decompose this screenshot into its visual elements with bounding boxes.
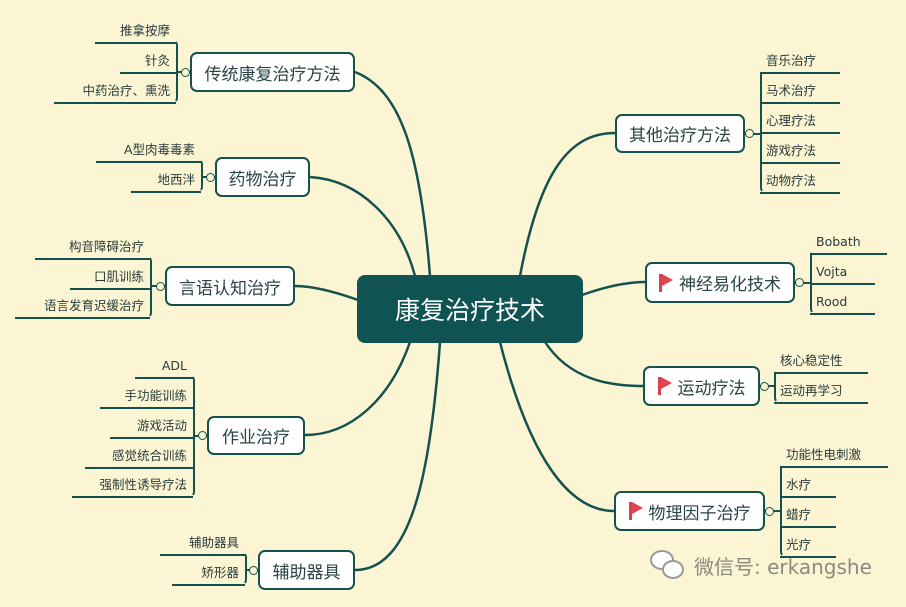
link-neuro xyxy=(581,280,646,297)
link-other xyxy=(518,131,616,277)
child-topic[interactable]: 矫形器 xyxy=(172,564,245,586)
branch-label: 药物治疗 xyxy=(228,169,297,190)
child-topic[interactable]: 动物疗法 xyxy=(760,172,840,194)
child-topic[interactable]: 蜡疗 xyxy=(780,506,836,528)
link-drug xyxy=(309,175,417,277)
link-traditional xyxy=(354,70,432,277)
collapse-toggle[interactable] xyxy=(745,129,754,138)
child-topic[interactable]: 针灸 xyxy=(120,52,176,74)
child-topic[interactable]: 构音障碍治疗 xyxy=(35,238,150,260)
child-topic[interactable]: 感觉统合训练 xyxy=(85,447,193,469)
collapse-toggle[interactable] xyxy=(181,67,190,77)
collapse-toggle[interactable] xyxy=(249,565,258,575)
child-topic[interactable]: 地西泮 xyxy=(131,171,201,193)
child-topic[interactable]: 强制性诱导疗法 xyxy=(72,476,193,498)
child-topic[interactable]: 手功能训练 xyxy=(100,387,193,409)
children-bracket xyxy=(239,552,247,585)
branch-label: 作业治疗 xyxy=(222,428,290,448)
link-occupational xyxy=(304,341,412,437)
flag-icon xyxy=(628,502,643,520)
branch-label: 辅助器具 xyxy=(272,562,341,583)
children-bracket xyxy=(780,464,788,557)
child-topic[interactable]: 辅助器具 xyxy=(160,534,245,556)
branch-topic[interactable]: 物理因子治疗 xyxy=(614,491,765,531)
branch-topic[interactable]: 言语认知治疗 xyxy=(165,266,295,306)
branch-topic[interactable]: 其他治疗方法 xyxy=(615,114,745,153)
collapse-toggle[interactable] xyxy=(198,431,207,440)
link-exercise xyxy=(543,341,644,388)
child-topic[interactable]: 马术治疗 xyxy=(760,82,840,104)
child-topic[interactable]: 音乐治疗 xyxy=(760,52,840,74)
link-physical xyxy=(498,341,615,513)
branch-topic[interactable]: 传统康复治疗方法 xyxy=(190,52,355,92)
collapse-toggle[interactable] xyxy=(156,281,165,291)
branch-label: 物理因子治疗 xyxy=(648,503,751,524)
child-topic[interactable]: 核心稳定性 xyxy=(774,352,868,374)
branch-topic[interactable]: 辅助器具 xyxy=(258,550,355,590)
children-bracket xyxy=(760,70,768,193)
child-topic[interactable]: 语言发育迟缓治疗 xyxy=(15,297,150,319)
children-bracket xyxy=(195,159,203,192)
central-topic[interactable]: 康复治疗技术 xyxy=(357,275,583,343)
collapse-toggle[interactable] xyxy=(765,506,774,516)
flag-icon xyxy=(657,377,672,395)
link-speech xyxy=(294,284,359,302)
branch-topic[interactable]: 药物治疗 xyxy=(215,157,310,197)
child-topic[interactable]: ADL xyxy=(135,357,193,379)
child-topic[interactable]: 口肌训练 xyxy=(70,268,150,290)
child-topic[interactable]: 游戏活动 xyxy=(110,417,193,439)
child-topic[interactable]: Bobath xyxy=(810,233,887,255)
child-topic[interactable]: 推拿按摩 xyxy=(95,22,176,44)
child-topic[interactable]: Rood xyxy=(810,293,875,315)
children-bracket xyxy=(810,251,818,314)
child-topic[interactable]: 功能性电刺激 xyxy=(780,446,888,468)
child-topic[interactable]: 游戏疗法 xyxy=(760,142,840,164)
branch-label: 其他治疗方法 xyxy=(629,126,731,146)
flag-icon xyxy=(659,273,673,292)
child-topic[interactable]: 中药治疗、熏洗 xyxy=(54,82,176,104)
branch-label: 神经易化技术 xyxy=(679,275,781,295)
collapse-toggle[interactable] xyxy=(760,381,769,391)
branch-topic[interactable]: 作业治疗 xyxy=(207,416,305,455)
branch-label: 运动疗法 xyxy=(677,378,746,399)
child-topic[interactable]: 水疗 xyxy=(780,476,836,498)
watermark-text: 微信号: erkangshe xyxy=(694,554,872,579)
children-bracket xyxy=(774,370,782,403)
link-assistive xyxy=(354,341,442,572)
collapse-toggle[interactable] xyxy=(206,172,215,182)
watermark: 微信号: erkangshe xyxy=(650,550,872,580)
child-topic[interactable]: Vojta xyxy=(810,263,875,285)
child-topic[interactable]: 心理疗法 xyxy=(760,112,840,134)
child-topic[interactable]: 光疗 xyxy=(780,536,836,558)
branch-label: 传统康复治疗方法 xyxy=(204,64,341,85)
branch-label: 言语认知治疗 xyxy=(179,278,281,299)
collapse-toggle[interactable] xyxy=(795,278,804,287)
branch-topic[interactable]: 运动疗法 xyxy=(643,366,760,406)
wechat-icon xyxy=(650,550,686,580)
branch-topic[interactable]: 神经易化技术 xyxy=(645,262,795,303)
child-topic[interactable]: A型肉毒毒素 xyxy=(96,141,201,163)
child-topic[interactable]: 运动再学习 xyxy=(774,382,868,404)
